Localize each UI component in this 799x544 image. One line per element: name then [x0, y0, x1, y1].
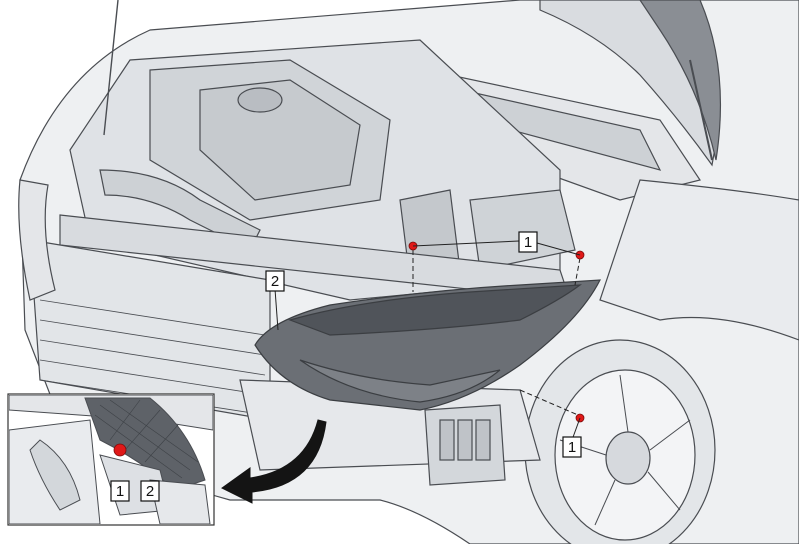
svg-text:1: 1: [524, 234, 532, 251]
inset-fastener: [113, 443, 127, 457]
support-rod: [103, 0, 119, 136]
svg-text:1: 1: [116, 483, 124, 500]
callout-2-headlamp: 2: [265, 270, 285, 292]
inset-callout-2: 2: [140, 480, 160, 502]
detail-inset: 1 2: [7, 393, 215, 526]
headlamp-assembly: [254, 279, 602, 411]
detail-arrow-icon: [221, 419, 327, 504]
vehicle-body: [18, 0, 799, 544]
svg-text:2: 2: [271, 273, 279, 290]
inset-callout-1: 1: [110, 480, 130, 502]
callout-1-lower-right: 1: [562, 436, 582, 458]
svg-text:1: 1: [568, 439, 576, 456]
callout-1-top: 1: [518, 231, 538, 253]
alignment-lines: [412, 250, 581, 416]
svg-text:2: 2: [146, 483, 154, 500]
